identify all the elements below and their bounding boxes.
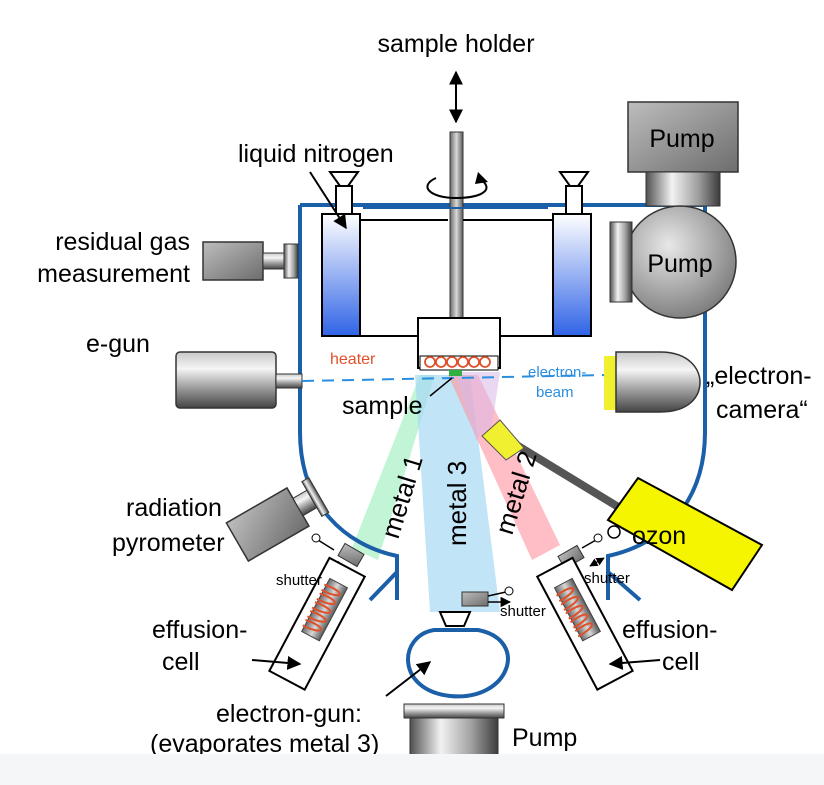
electron-beam-line	[301, 374, 607, 382]
liquid-nitrogen-arrow	[309, 171, 347, 230]
label-shutter-right: shutter	[584, 570, 630, 587]
pump-top-neck	[645, 171, 721, 207]
label-effusion-left-2: cell	[162, 648, 200, 676]
heater-coil	[424, 356, 491, 368]
label-electron-beam-2: beam	[536, 384, 574, 401]
camera-light-beam	[455, 372, 500, 440]
e-gun-body	[175, 351, 277, 409]
ozon-box	[606, 476, 764, 592]
shutter-right-arrow	[589, 557, 605, 567]
ozon-valve	[607, 525, 621, 539]
camera-window	[604, 356, 616, 410]
label-electron-camera-2: camera“	[716, 396, 808, 424]
nitrogen-dewar-left	[321, 171, 448, 337]
rotation-arrowhead-icon	[475, 172, 488, 184]
crucible-cup	[438, 611, 472, 627]
bottom-strip	[0, 754, 824, 785]
label-electron-beam-1: electron-	[528, 364, 586, 381]
label-residual-gas-1: residual gas	[55, 228, 190, 256]
electron-gun-arrow	[385, 661, 432, 697]
label-pump-top: Pump	[649, 125, 714, 153]
label-residual-gas-2: measurement	[37, 260, 190, 288]
nitrogen-dewar-right	[463, 171, 592, 337]
label-radiation-1: radiation	[126, 494, 222, 522]
shutter-left	[311, 533, 365, 568]
label-metal3: metal 3	[442, 461, 472, 546]
label-ozon: ozon	[632, 522, 686, 550]
label-electron-camera-1: „electron-	[706, 362, 812, 390]
metal1-beam	[352, 375, 435, 560]
shutter-center	[461, 586, 514, 608]
pump-bottom-flange	[403, 703, 505, 719]
metal3-beam	[415, 375, 500, 612]
electron-gun-crucible	[406, 628, 510, 699]
chamber-bottom-neck	[395, 572, 610, 600]
effusion-left-arrow	[251, 655, 302, 670]
label-shutter-center: shutter	[500, 603, 546, 620]
label-electron-gun-1: electron-gun:	[216, 700, 362, 728]
label-e-gun: e-gun	[86, 330, 150, 358]
label-sample: sample	[342, 392, 423, 420]
electron-camera-body	[615, 351, 701, 413]
label-pump-bottom: Pump	[512, 724, 577, 752]
sample-holder-rod	[449, 131, 464, 348]
label-electron-gun-2: (evaporates metal 3)	[150, 730, 379, 758]
label-effusion-right-2: cell	[662, 648, 700, 676]
label-heater: heater	[330, 351, 376, 368]
pump-top-box	[627, 101, 739, 173]
label-liquid-nitrogen: liquid nitrogen	[238, 140, 394, 168]
residual-gas-flange	[283, 243, 299, 279]
residual-gas-box	[202, 241, 264, 281]
label-radiation-2: pyrometer	[112, 529, 225, 557]
residual-gas-connector	[262, 252, 288, 270]
sample-chip	[449, 370, 462, 376]
rotation-arrow-icon	[426, 177, 488, 200]
ozon-nozzle	[481, 419, 525, 461]
label-effusion-left-1: effusion-	[152, 616, 247, 644]
pump-right-flange	[609, 221, 633, 303]
label-pump-right: Pump	[647, 250, 712, 278]
sample-pointer	[429, 377, 453, 397]
e-gun-nozzle	[275, 373, 303, 389]
label-effusion-right-1: effusion-	[622, 616, 717, 644]
label-shutter-left: shutter	[276, 572, 322, 589]
effusion-right-arrow	[608, 656, 661, 670]
radiation-pyrometer	[225, 476, 330, 563]
label-sample-holder: sample holder	[377, 30, 534, 58]
